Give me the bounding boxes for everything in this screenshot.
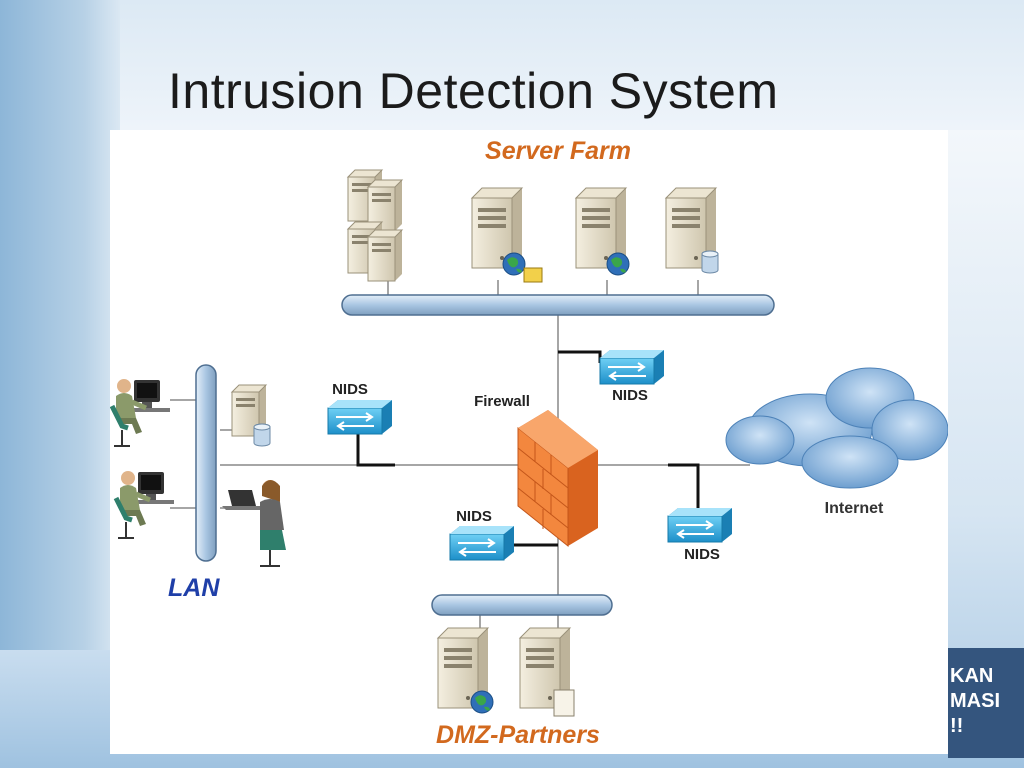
server-rack-stack	[347, 169, 403, 282]
lan-label: LAN	[168, 574, 220, 602]
corner-badge-line-1: KAN	[950, 665, 994, 687]
lan-user-laptop	[222, 480, 286, 567]
corner-badge-line-2: MASI	[950, 690, 1000, 712]
nids-label-dmz: NIDS	[456, 508, 492, 525]
lan-user-workstation-1	[112, 379, 170, 446]
corner-badge: KAN MASI !!	[948, 648, 1024, 758]
lan-server	[231, 384, 271, 447]
nids-tap-links	[356, 350, 700, 547]
network-diagram-panel: Server Farm LAN DMZ-Partners Internet	[110, 130, 949, 754]
internet-label: Internet	[825, 500, 884, 517]
document-icon	[553, 689, 575, 717]
nids-label-internet: NIDS	[684, 546, 720, 563]
firewall-label: Firewall	[474, 393, 530, 410]
dns-server	[575, 187, 630, 276]
dmz-partners-label: DMZ-Partners	[436, 721, 600, 749]
folder-icon	[523, 267, 543, 283]
firewall-icon	[517, 410, 598, 548]
dmz-web-server	[437, 627, 494, 714]
background-left-band	[0, 0, 120, 768]
nids-sensor-server-farm	[599, 349, 665, 385]
nids-sensor-internet	[667, 507, 733, 543]
nids-label-lan: NIDS	[332, 381, 368, 398]
lan-user-workstation-2	[116, 471, 174, 538]
dmz-file-server	[519, 627, 575, 717]
dmz-bus	[431, 594, 613, 616]
server-farm-label: Server Farm	[485, 137, 631, 165]
database-server	[665, 187, 719, 274]
corner-badge-line-3: !!	[950, 715, 964, 737]
background-top-band	[0, 0, 1024, 130]
slide-title: Intrusion Detection System	[168, 63, 779, 119]
nids-label-server-farm: NIDS	[612, 387, 648, 404]
internet-cloud-icon	[725, 367, 949, 489]
network-diagram: Server Farm LAN DMZ-Partners Internet	[110, 137, 949, 749]
nids-sensor-dmz	[449, 525, 515, 561]
web-server	[471, 187, 543, 283]
lan-bus	[195, 364, 217, 562]
server-farm-bus	[341, 294, 775, 316]
nids-sensor-lan	[327, 399, 393, 435]
network-links	[170, 280, 750, 630]
